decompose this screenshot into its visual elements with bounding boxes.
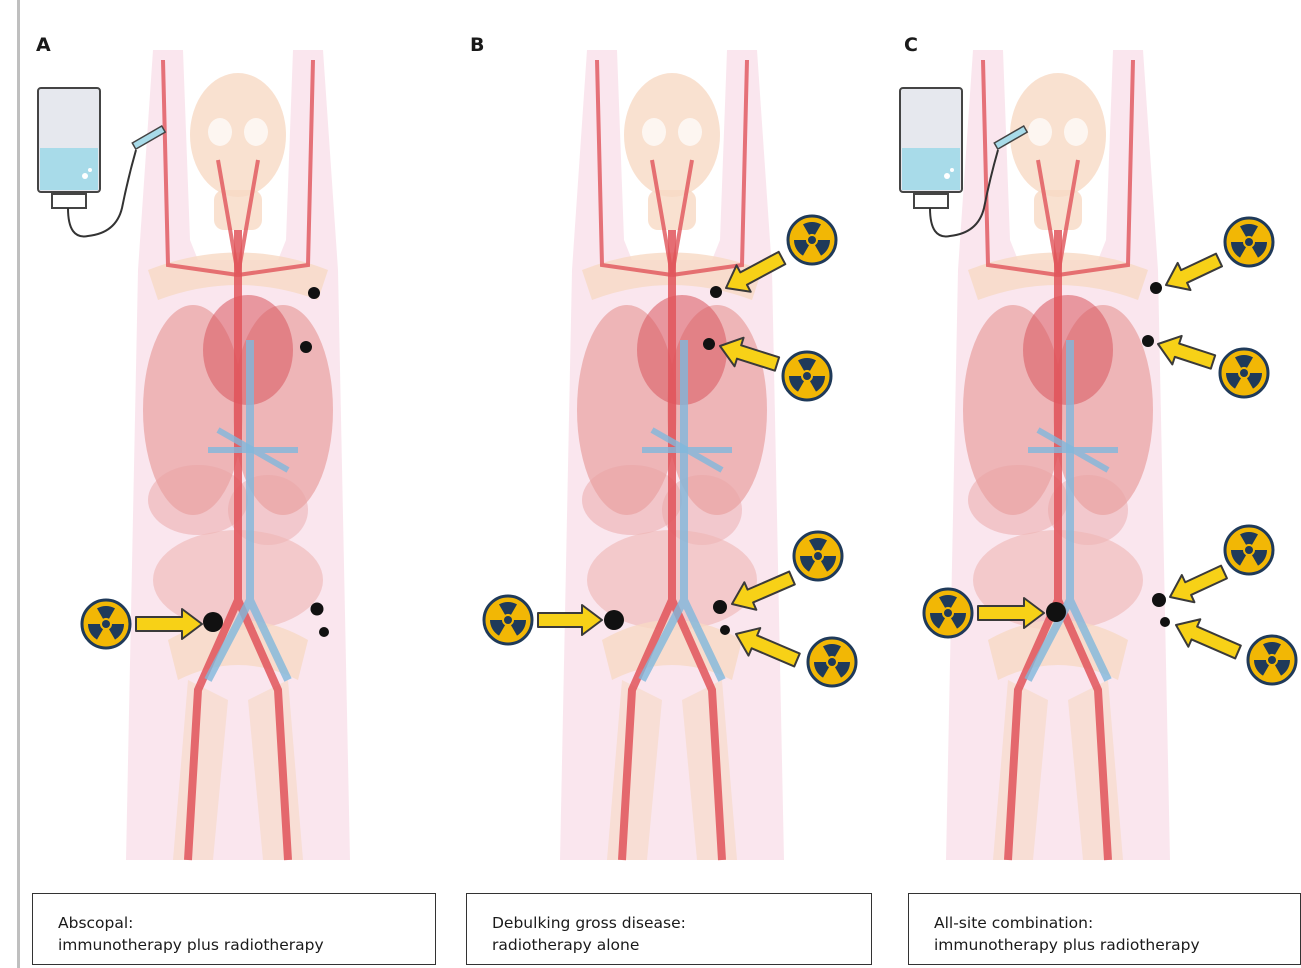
tumour-dot — [703, 338, 715, 350]
eye-socket — [208, 118, 232, 146]
body-illustration — [560, 50, 784, 860]
eye-socket — [1064, 118, 1088, 146]
radiation-trefoil-icon — [783, 352, 831, 400]
tumour-dot — [720, 625, 730, 635]
panel-b-figure — [452, 0, 872, 890]
body-illustration — [126, 50, 350, 860]
panel-c-figure — [886, 0, 1301, 890]
tumour-dot — [1046, 602, 1066, 622]
tumour-dot — [300, 341, 312, 353]
tumour-dot — [1152, 593, 1166, 607]
yellow-arrow-icon — [1164, 558, 1231, 610]
caption-line-1: Debulking gross disease: — [492, 912, 871, 934]
panel-c: C All-site combination: immunotherapy pl… — [886, 0, 1301, 968]
eye-socket — [244, 118, 268, 146]
yellow-arrow-icon — [1153, 330, 1217, 377]
caption-line-1: All-site combination: — [934, 912, 1300, 934]
caption-line-2: immunotherapy plus radiotherapy — [934, 934, 1300, 956]
yellow-arrow-icon — [1160, 246, 1226, 298]
panel-a: A Abscopal: immunotherapy plus radiother… — [18, 0, 438, 968]
yellow-arrow-icon — [1170, 611, 1244, 666]
radiation-trefoil-icon — [1225, 526, 1273, 574]
caption-line-2: immunotherapy plus radiotherapy — [58, 934, 435, 956]
tumour-dot — [604, 610, 624, 630]
radiation-trefoil-icon — [82, 600, 130, 648]
tumour-dot — [319, 627, 329, 637]
radiation-trefoil-icon — [484, 596, 532, 644]
caption-line-2: radiotherapy alone — [492, 934, 871, 956]
tumour-dot — [1150, 282, 1162, 294]
radiation-trefoil-icon — [788, 216, 836, 264]
eye-socket — [1028, 118, 1052, 146]
tumour-dot — [710, 286, 722, 298]
tumour-dot — [311, 603, 324, 616]
caption-box: Debulking gross disease: radiotherapy al… — [466, 893, 872, 965]
body-illustration — [946, 50, 1170, 860]
eye-socket — [642, 118, 666, 146]
skull — [624, 73, 720, 197]
tumour-dot — [308, 287, 320, 299]
tumour-dot — [203, 612, 223, 632]
eye-socket — [678, 118, 702, 146]
panel-b: B Debulking gross disease: radiotherapy … — [452, 0, 872, 968]
skull — [1010, 73, 1106, 197]
radiation-trefoil-icon — [1220, 349, 1268, 397]
caption-box: Abscopal: immunotherapy plus radiotherap… — [32, 893, 436, 965]
jaw — [1034, 190, 1082, 230]
jaw — [214, 190, 262, 230]
tumour-dot — [1160, 617, 1170, 627]
radiation-trefoil-icon — [1225, 218, 1273, 266]
jaw — [648, 190, 696, 230]
caption-box: All-site combination: immunotherapy plus… — [908, 893, 1301, 965]
tumour-dot — [1142, 335, 1154, 347]
skull — [190, 73, 286, 197]
tumour-dot — [713, 600, 727, 614]
radiation-trefoil-icon — [1248, 636, 1296, 684]
radiation-trefoil-icon — [808, 638, 856, 686]
panel-a-figure — [18, 0, 438, 890]
radiation-trefoil-icon — [924, 589, 972, 637]
caption-line-1: Abscopal: — [58, 912, 435, 934]
radiation-trefoil-icon — [794, 532, 842, 580]
